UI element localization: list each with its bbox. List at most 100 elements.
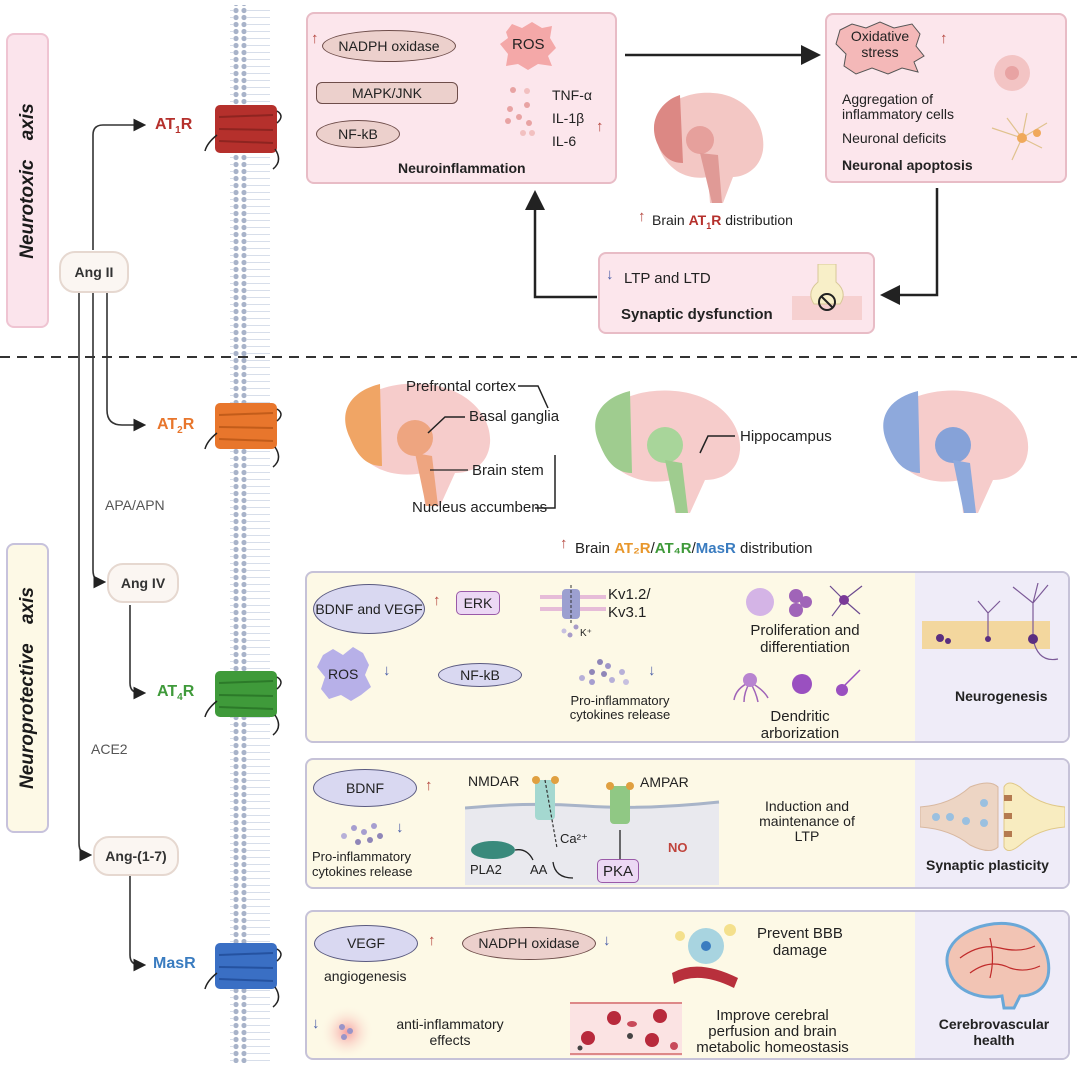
progenitor-cells-icon	[746, 585, 863, 617]
arrow-ang17-masr	[129, 876, 147, 972]
at4r-tail: R	[182, 683, 195, 700]
down-arrow-icon: ↓	[383, 662, 391, 679]
cytokine-dots-icon	[505, 87, 535, 136]
arrow-apoptosis-synaptic	[880, 188, 939, 305]
region-hippocampus: Hippocampus	[740, 428, 832, 445]
at1r-base: AT	[155, 116, 176, 133]
neurogenesis-box	[305, 571, 1070, 743]
proliferation-label: Proliferation and differentiation	[750, 622, 860, 656]
up-arrow-icon: ↑	[425, 777, 433, 794]
region-brain-stem: Brain stem	[472, 462, 544, 479]
neuronal-apoptosis-box	[825, 13, 1067, 183]
down-arrow-icon: ↓	[648, 662, 656, 679]
at4r-sub: 4	[177, 692, 183, 704]
nadph-oxidase-node: NADPH oxidase	[322, 30, 456, 62]
ampar-label: AMPAR	[640, 774, 689, 790]
cytokine-dots-icon	[579, 659, 629, 685]
ltp-ltd-label: LTP and LTD	[624, 270, 711, 287]
mapk-jnk-node: MAPK/JNK	[316, 82, 458, 104]
brain-at1r-caption: Brain AT1R distribution	[652, 212, 793, 231]
angiogenesis-label: angiogenesis	[324, 968, 407, 984]
ros-label: ROS	[512, 36, 545, 53]
at4r-receptor-icon	[204, 671, 282, 736]
arrow-synaptic-neuroinfl	[525, 190, 597, 299]
kv31-label: Kv3.1	[608, 604, 647, 621]
caption-prefix: Brain	[652, 212, 689, 228]
at1r-receptor-icon	[204, 105, 282, 170]
calcium-label: Ca²⁺	[560, 831, 588, 846]
brain-masr-icon	[883, 390, 1029, 513]
cytokine-tnf: TNF-α	[552, 87, 592, 103]
bdnf-node: BDNF	[313, 769, 417, 807]
arrow-ang2-ang17	[78, 292, 93, 862]
caption-suffix: distribution	[735, 540, 813, 557]
cytokine-dots-icon	[341, 823, 383, 845]
masr-label: MasR	[153, 955, 196, 972]
down-arrow-icon: ↓	[312, 1015, 320, 1032]
postsynaptic-membrane-icon	[465, 776, 720, 885]
at1r-label: AT1R	[155, 116, 192, 136]
cytokine-il1b: IL-1β	[552, 110, 585, 126]
cytokine-il6: IL-6	[552, 133, 577, 149]
arrow-ang4-at4r	[129, 605, 147, 700]
aggregation-label: Aggregation of inflammatory cells	[842, 91, 955, 122]
synaptic-plasticity-title: Synaptic plasticity	[926, 857, 1049, 873]
up-arrow-icon: ↑	[428, 932, 436, 949]
cell-membrane	[230, 5, 270, 1063]
neuroinflammation-title: Neuroinflammation	[398, 160, 526, 176]
inflammatory-cell-icon	[991, 55, 1048, 161]
caption-slash: /	[691, 540, 696, 557]
cerebrovascular-brain-icon	[945, 921, 1051, 1010]
ang4-node: Ang IV	[107, 563, 179, 603]
rec-base: AT	[688, 212, 707, 228]
synapse-icon	[920, 782, 1065, 851]
down-arrow-icon: ↓	[396, 819, 404, 836]
arrow-ang2-ang4	[92, 292, 107, 589]
blocked-synapse-icon	[792, 264, 862, 320]
at1r-sub: 1	[175, 125, 181, 137]
up-arrow-icon: ↑	[638, 208, 646, 225]
prevent-bbb-label: Prevent BBB damage	[757, 925, 843, 959]
synaptic-dysfunction-title: Synaptic dysfunction	[621, 306, 773, 323]
k-ion-label: K⁺	[580, 628, 592, 639]
bbb-cells-icon	[672, 924, 738, 988]
erk-node: ERK	[456, 591, 500, 615]
kv-channel-icon	[540, 585, 606, 638]
caption-at4r: AT₄R	[654, 540, 692, 557]
at4r-base: AT	[157, 683, 178, 700]
up-arrow-icon: ↑	[940, 30, 948, 47]
down-arrow-icon: ↓	[603, 932, 611, 949]
oxidative-stress-label: Oxidative stress	[850, 28, 910, 60]
no-label: NO	[668, 840, 688, 855]
cytokines-release-label: Pro-inflammatory cytokines release	[569, 693, 671, 722]
dendritic-label: Dendritic arborization	[760, 708, 840, 742]
cerebrovascular-title: Cerebrovascular health	[938, 1016, 1050, 1048]
enzyme-ace2: ACE2	[91, 741, 128, 757]
neuroprotective-axis-label: Neuroprotective axis	[6, 543, 49, 833]
ang17-node: Ang-(1-7)	[93, 836, 179, 876]
deficits-label: Neuronal deficits	[842, 130, 947, 146]
at2r-base: AT	[157, 416, 178, 433]
enzyme-apa-apn: APA/APN	[105, 497, 165, 513]
brain-at4r-icon	[595, 390, 741, 513]
ros-cell-icon	[500, 22, 556, 70]
cytokines-release-label: Pro-inflammatory cytokines release	[312, 849, 413, 879]
ltp-induction-label: Induction and maintenance of LTP	[759, 798, 855, 844]
caption-at2r: AT₂R	[614, 540, 651, 557]
ros-label: ROS	[328, 666, 359, 682]
blood-vessel-icon	[570, 1002, 682, 1056]
region-basal-ganglia: Basal ganglia	[469, 408, 560, 425]
region-nucleus-accumbens: Nucleus accumbens	[412, 499, 548, 516]
anti-inflammatory-label: anti-inflammatory effects	[396, 1016, 504, 1048]
nadph-oxidase-node: NADPH oxidase	[462, 927, 596, 960]
dendritic-cells-icon	[733, 669, 861, 703]
nfkb-node: NF-kB	[438, 663, 522, 687]
bdnf-vegf-node: BDNF and VEGF	[313, 584, 425, 634]
caption-slash: /	[650, 540, 655, 557]
at1r-tail: R	[180, 116, 193, 133]
up-arrow-icon: ↑	[596, 118, 604, 135]
arrow-ang2-at1r	[92, 118, 147, 250]
at4r-label: AT4R	[157, 683, 194, 703]
up-arrow-icon: ↑	[311, 30, 319, 47]
